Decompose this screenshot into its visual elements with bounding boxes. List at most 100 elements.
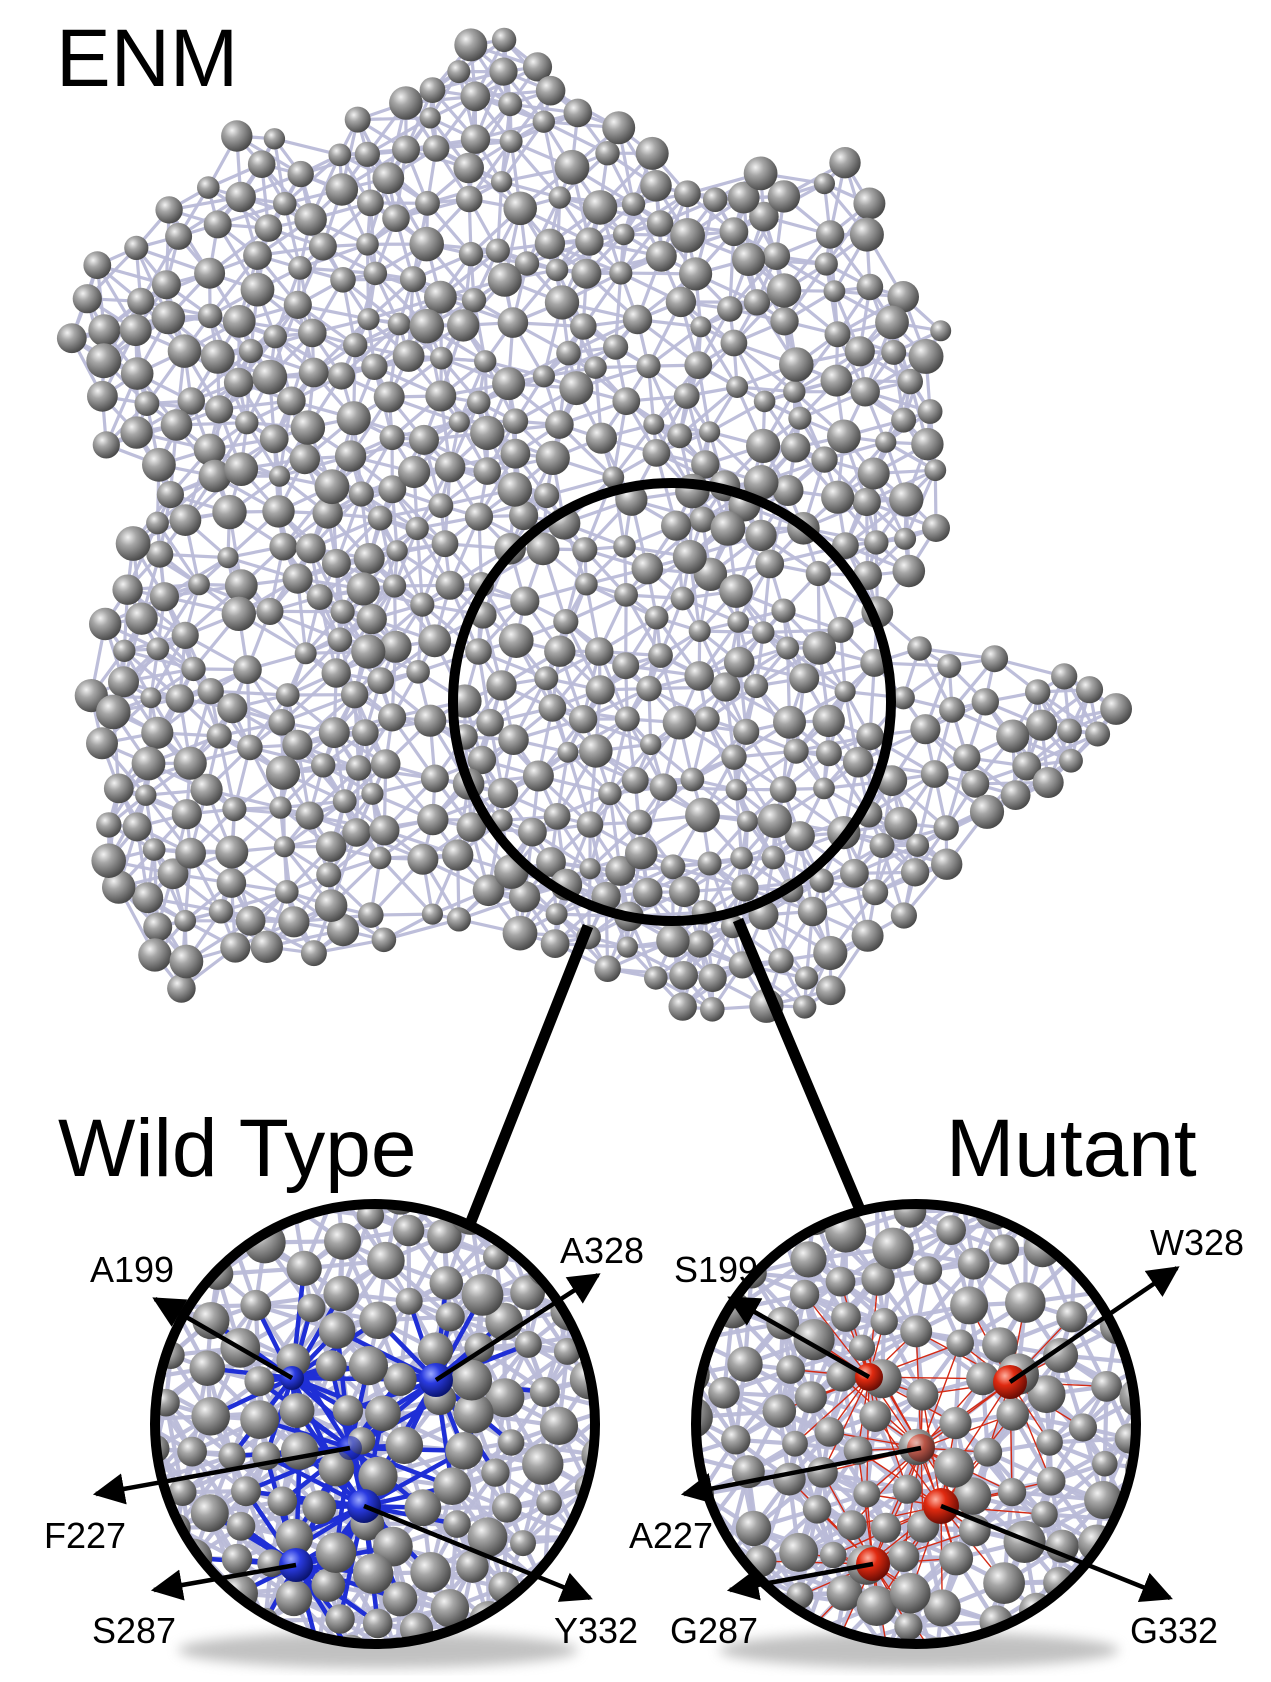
residue-node: [286, 1250, 322, 1286]
residue-node: [730, 846, 753, 870]
residue-node: [467, 745, 497, 775]
residue-node: [367, 1241, 405, 1280]
residue-node: [407, 843, 439, 875]
residue-node: [884, 806, 918, 840]
residue-node: [188, 573, 210, 596]
residue-node: [465, 638, 492, 665]
residue-node: [856, 273, 884, 301]
residue-node: [732, 242, 766, 276]
residue-node: [752, 621, 775, 644]
residue-node: [89, 607, 122, 641]
residue-node: [890, 902, 918, 929]
residue-node: [864, 530, 889, 555]
residue-node: [447, 60, 471, 84]
residue-node: [151, 270, 181, 300]
zoom-selection-circle: [448, 478, 896, 926]
network-edge: [382, 917, 461, 942]
residue-node: [545, 410, 574, 439]
network-edge: [286, 638, 342, 697]
residue-node: [869, 833, 895, 858]
residue-node: [576, 811, 604, 838]
residue-node: [881, 339, 907, 365]
residue-node: [522, 760, 554, 792]
residue-node: [665, 286, 697, 318]
residue-node: [736, 810, 759, 832]
residue-node: [132, 882, 164, 914]
residue-node: [662, 705, 697, 740]
residue-node: [454, 28, 488, 62]
residue-node: [686, 930, 714, 958]
residue-node: [563, 98, 593, 128]
residue-node: [612, 223, 635, 246]
residue-node: [461, 288, 487, 313]
residue-node: [669, 876, 700, 908]
residue-node: [240, 1289, 272, 1321]
residue-node: [345, 755, 372, 781]
residue-node: [1075, 676, 1104, 704]
residue-node: [433, 1467, 471, 1505]
residue-node: [336, 401, 371, 436]
residue-node: [743, 289, 771, 316]
residue-node: [386, 540, 408, 562]
residue-node: [568, 705, 598, 734]
residue-node: [327, 362, 356, 390]
residue-node: [862, 879, 889, 906]
residue-node: [392, 135, 420, 164]
residue-node: [594, 955, 621, 982]
residue-node: [609, 261, 633, 285]
residue-node: [447, 309, 480, 342]
residue-arrow-s287: [150, 1562, 297, 1601]
residue-node: [788, 406, 812, 430]
residue-node: [409, 308, 445, 344]
residue-node: [365, 1395, 401, 1432]
residue-node: [268, 465, 291, 487]
residue-node: [216, 868, 247, 898]
residue-node: [160, 409, 193, 441]
residue-label-y332: Y332: [554, 1610, 638, 1651]
network-edge: [509, 139, 562, 200]
residue-node: [672, 539, 707, 574]
residue-node: [768, 947, 794, 974]
residue-node: [83, 251, 112, 280]
residue-node: [783, 380, 806, 403]
residue-node: [435, 1302, 465, 1332]
residue-node: [448, 411, 470, 433]
residue-node: [579, 734, 613, 768]
residue-node: [378, 475, 407, 504]
residue-node: [225, 181, 256, 213]
residue-node: [358, 1456, 398, 1496]
residue-node: [582, 190, 618, 225]
residue-node: [146, 540, 174, 568]
residue-node: [420, 764, 449, 793]
residue-node: [625, 836, 658, 870]
residue-node: [379, 630, 412, 663]
residue-node: [772, 475, 804, 506]
residue-node: [259, 424, 289, 454]
residue-node: [348, 481, 374, 507]
residue-node: [813, 173, 836, 195]
residue-node: [269, 796, 292, 819]
residue-node: [532, 365, 556, 388]
residue-node: [330, 599, 355, 624]
residue-node: [357, 308, 380, 331]
residue-node: [829, 147, 861, 179]
residue-node: [290, 410, 326, 445]
residue-node: [392, 1214, 425, 1247]
residue-node: [510, 1275, 545, 1310]
network-edge: [685, 1417, 692, 1455]
residue-node: [911, 428, 944, 461]
residue-node: [91, 843, 126, 878]
network-edge: [136, 1379, 142, 1419]
residue-node: [743, 465, 779, 500]
residue-node: [719, 217, 749, 247]
residue-node: [169, 944, 204, 979]
residue-node: [725, 778, 748, 801]
residue-node: [603, 334, 629, 360]
residue-node: [237, 734, 263, 761]
residue-node: [731, 874, 759, 902]
residue-node: [605, 855, 636, 886]
residue-node: [273, 836, 295, 858]
residue-node: [535, 75, 566, 106]
residue-node: [585, 675, 615, 705]
